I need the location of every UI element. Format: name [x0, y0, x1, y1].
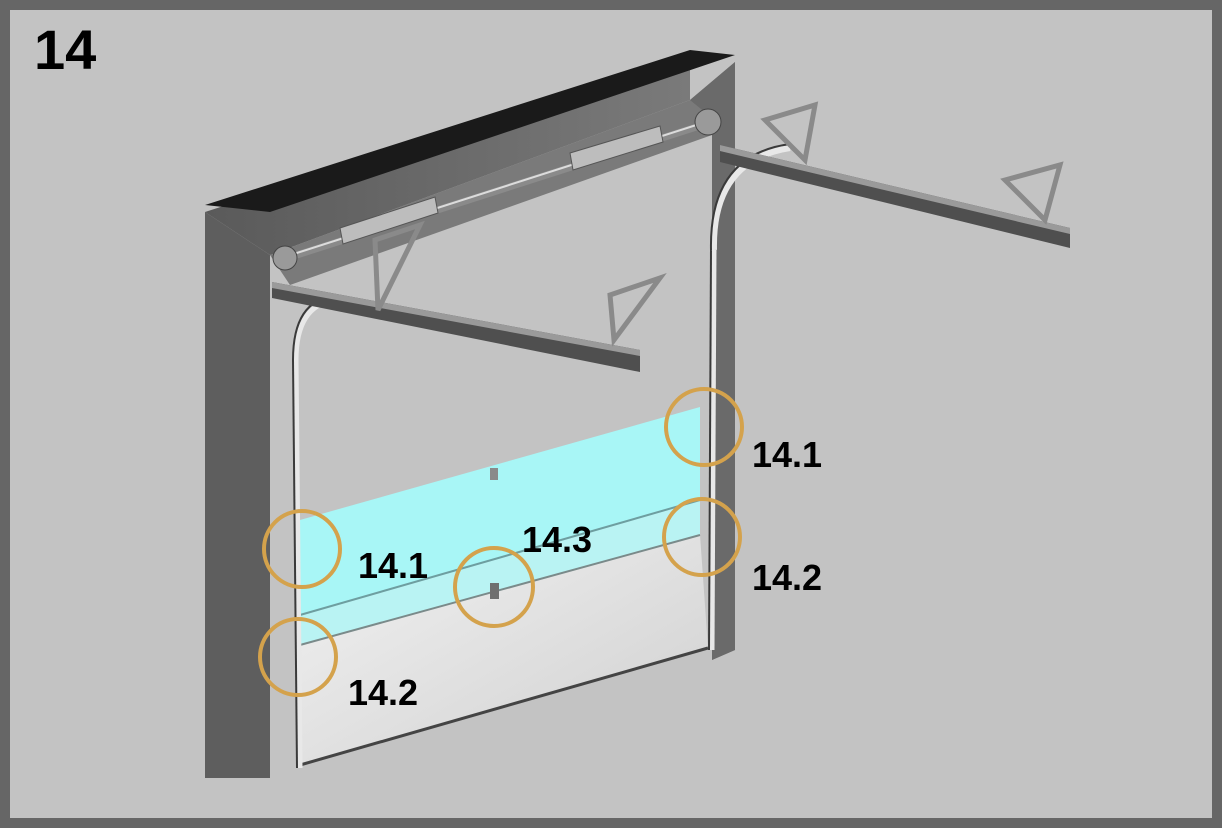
callout-ring-14-1-left — [262, 509, 342, 589]
callout-label-14-2-right: 14.2 — [752, 557, 823, 598]
callout-label-14-1-left: 14.1 — [358, 545, 429, 586]
vertical-tracks — [292, 143, 791, 769]
callout-ring-14-3 — [453, 546, 535, 628]
wall-structure — [205, 50, 735, 778]
horizontal-tracks — [272, 145, 1070, 372]
callout-label-14-2-left: 14.2 — [348, 672, 419, 713]
callout-label-14-1-right: 14.1 — [752, 434, 823, 475]
panel-bottom — [300, 535, 708, 765]
callout-ring-14-2-right — [662, 497, 742, 577]
panel-top-highlight — [300, 407, 700, 615]
spring-shaft — [272, 108, 722, 271]
door-panels — [299, 407, 709, 767]
step-number: 14 — [34, 18, 97, 81]
callout-label-14-3: 14.3 — [522, 519, 593, 560]
callout-rings — [258, 387, 744, 697]
panel-middle-highlight — [300, 500, 700, 645]
callout-ring-14-1-right — [664, 387, 744, 467]
callout-ring-14-2-left — [258, 617, 338, 697]
ceiling-brackets — [372, 101, 1064, 347]
